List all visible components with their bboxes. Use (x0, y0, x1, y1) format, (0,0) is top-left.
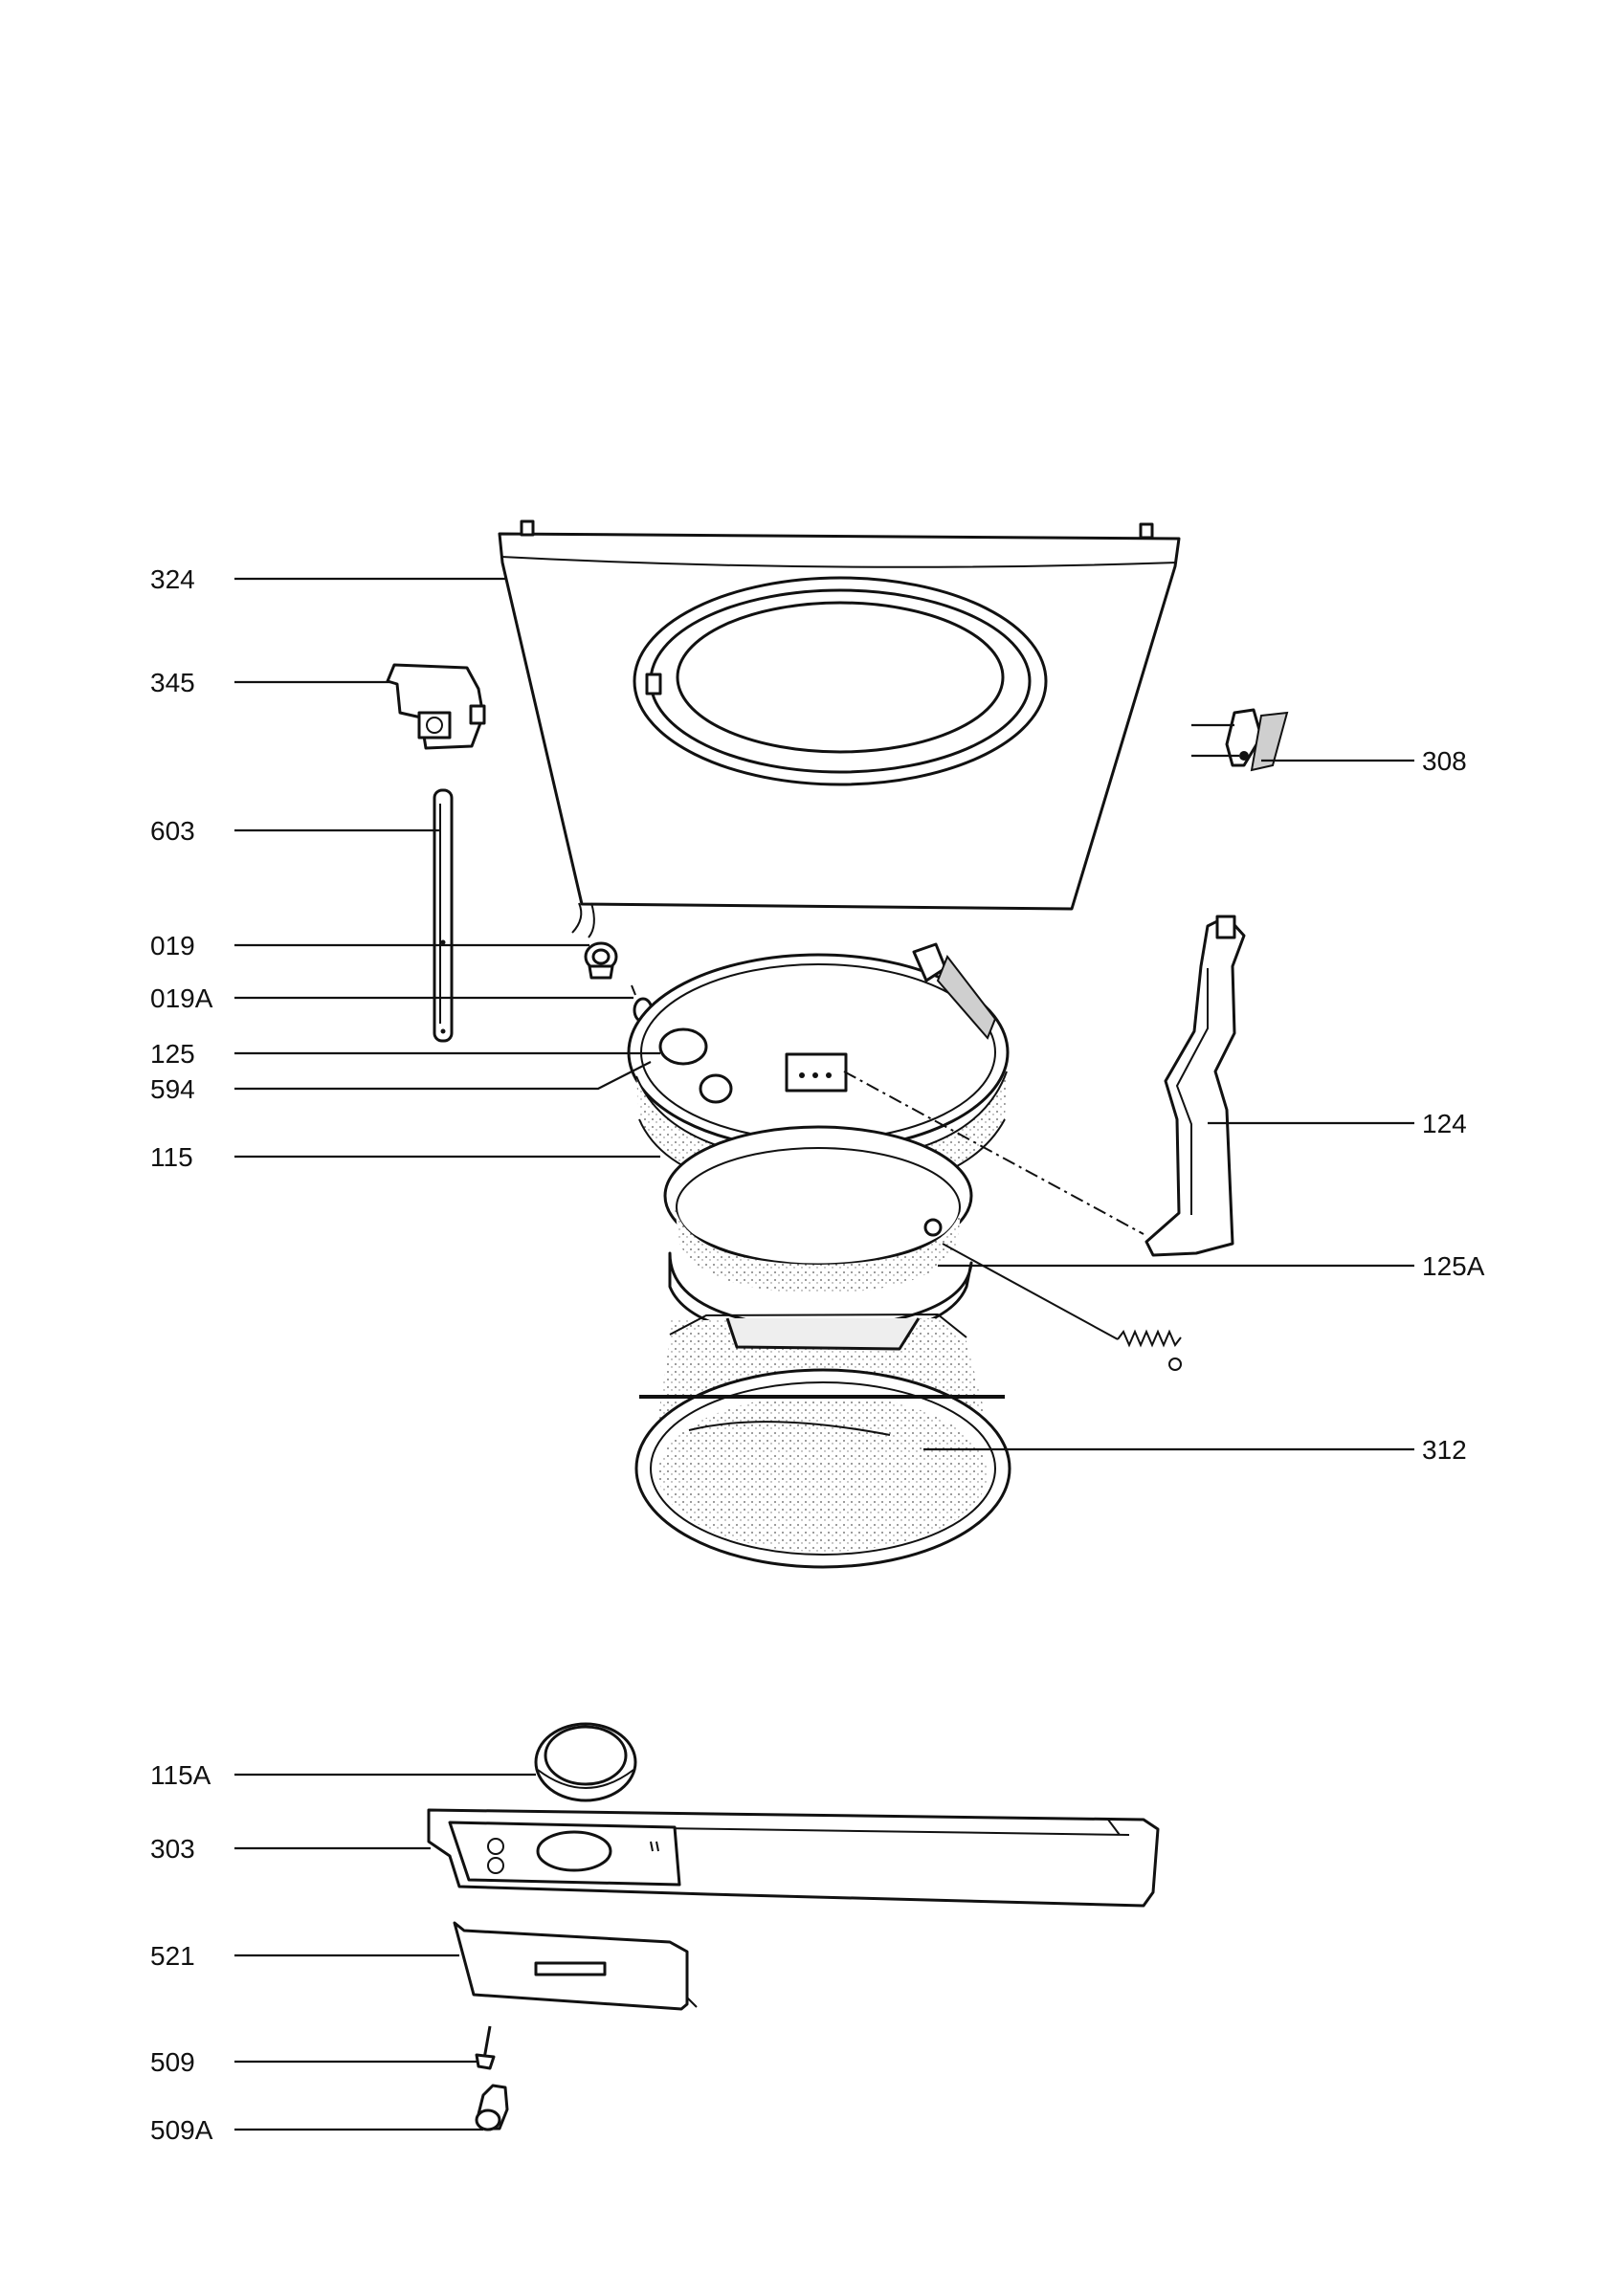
part-603-strip (433, 788, 454, 1043)
part-308-hinge-bracket (1225, 708, 1289, 772)
callout-124: 124 (1422, 1109, 1467, 1138)
part-115-inner-ring (663, 1125, 973, 1293)
callout-303: 303 (150, 1834, 195, 1864)
part-312-door-glass (634, 1313, 1011, 1569)
part-324-front-panel (498, 519, 1181, 911)
callout-019: 019 (150, 931, 195, 960)
callout-603: 603 (150, 816, 195, 846)
part-115A-selector-ring (534, 1722, 637, 1802)
callout-308: 308 (1422, 746, 1467, 776)
callout-312: 312 (1422, 1435, 1467, 1465)
callout-509A: 509A (150, 2115, 213, 2145)
part-509A-knob (475, 2084, 509, 2131)
callout-125A: 125A (1422, 1251, 1485, 1281)
callout-324: 324 (150, 564, 195, 594)
callout-115A: 115A (150, 1760, 211, 1790)
callout-509: 509 (150, 2047, 195, 2077)
part-345-door-lock (386, 663, 486, 750)
callout-125: 125 (150, 1039, 195, 1069)
callout-345: 345 (150, 668, 195, 697)
callout-019A: 019A (150, 983, 213, 1013)
part-303-control-panel (427, 1808, 1160, 1908)
part-125A-spring (843, 1071, 1182, 1371)
part-509-screw (475, 2025, 496, 2070)
callout-594: 594 (150, 1074, 195, 1104)
part-521-panel-cover (453, 1921, 698, 2011)
callout-521: 521 (150, 1941, 195, 1971)
part-hinge-clip (912, 942, 997, 1040)
leader-lines (234, 577, 1414, 2131)
part-124-door-handle (1144, 915, 1246, 1257)
part-019-lamp-holder (571, 902, 618, 980)
callout-115: 115 (150, 1142, 193, 1172)
